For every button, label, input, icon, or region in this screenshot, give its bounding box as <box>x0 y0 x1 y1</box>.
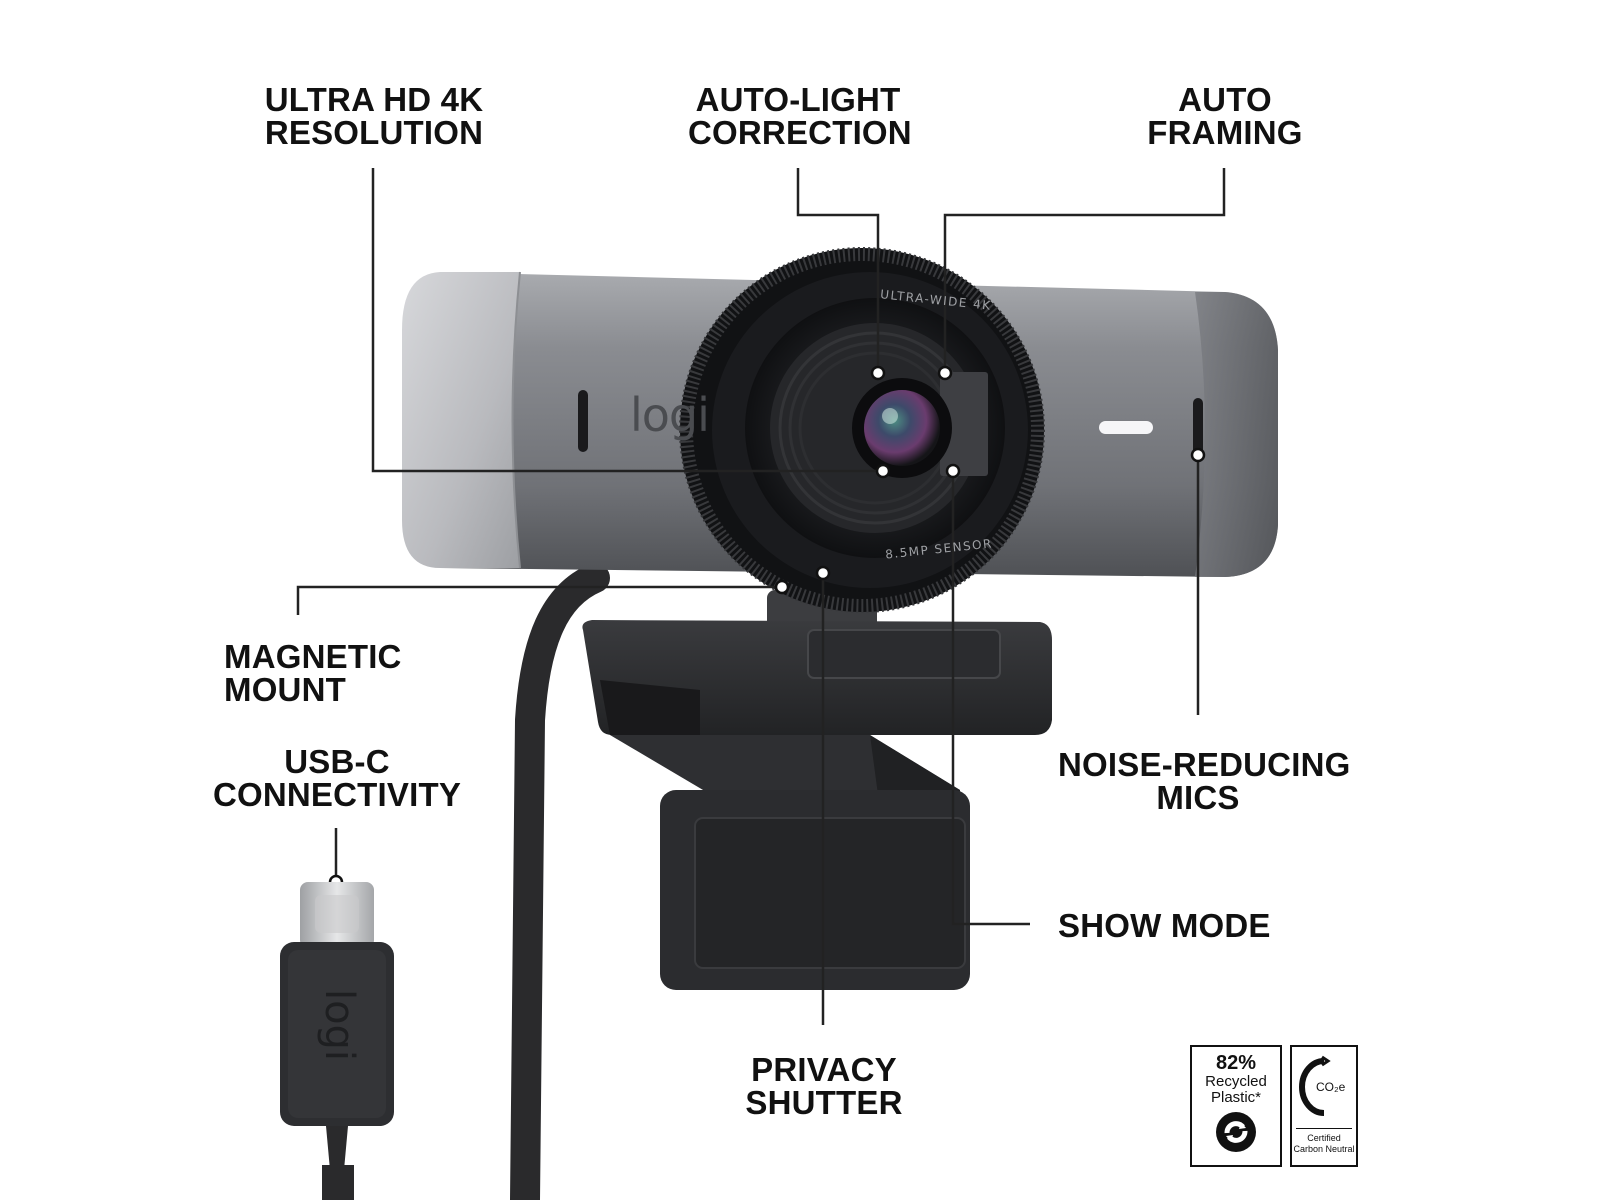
right-mic-slot <box>1193 398 1203 460</box>
callout-line-auto-light <box>796 168 880 373</box>
carbon-line2: Carbon Neutral <box>1293 1144 1355 1154</box>
callout-auto-framing: AUTO FRAMING <box>1147 81 1303 151</box>
carbon-neutral-badge: CO₂e Certified Carbon Neutral <box>1290 1045 1358 1167</box>
left-mic-slot <box>578 390 588 452</box>
carbon-line1: Certified <box>1307 1133 1341 1143</box>
usb-c-connector <box>280 882 394 1200</box>
callout-show-mode: SHOW MODE <box>1058 907 1271 944</box>
magnetic-mount <box>582 590 1052 990</box>
recycle-icon <box>1216 1112 1256 1152</box>
carbon-c-icon <box>1299 1055 1331 1116</box>
callout-usb-c: USB-C CONNECTIVITY <box>212 743 462 813</box>
callout-line-ultra-hd <box>371 168 883 473</box>
recycled-percent: 82% <box>1215 1052 1257 1074</box>
callout-ultra-hd: ULTRA HD 4K RESOLUTION <box>264 81 484 151</box>
recycled-line1: Recycled <box>1205 1073 1267 1090</box>
brand-logo: logi <box>630 388 710 442</box>
callout-auto-light: AUTO-LIGHT CORRECTION <box>688 81 912 151</box>
callout-lines <box>296 168 1226 1025</box>
usb-cable <box>510 563 610 1200</box>
callout-noise-mics: NOISE-REDUCING MICS <box>1058 746 1351 816</box>
callout-line-auto-framing <box>943 168 1226 373</box>
co2e-label: CO₂e <box>1316 1080 1346 1094</box>
recycled-line2: Plastic* <box>1210 1089 1262 1106</box>
status-light <box>1099 421 1153 434</box>
cable-logo: logi <box>316 988 363 1062</box>
callout-privacy-shutter: PRIVACY SHUTTER <box>745 1051 903 1121</box>
callout-line-magnetic-mount <box>296 585 782 615</box>
callout-magnetic-mount: MAGNETIC MOUNT <box>224 638 402 708</box>
callout-line-show-mode <box>951 471 1030 926</box>
callout-dots <box>328 365 1206 890</box>
lens-assembly <box>679 247 1045 613</box>
recycled-plastic-badge: 82% Recycled Plastic* <box>1190 1045 1282 1167</box>
